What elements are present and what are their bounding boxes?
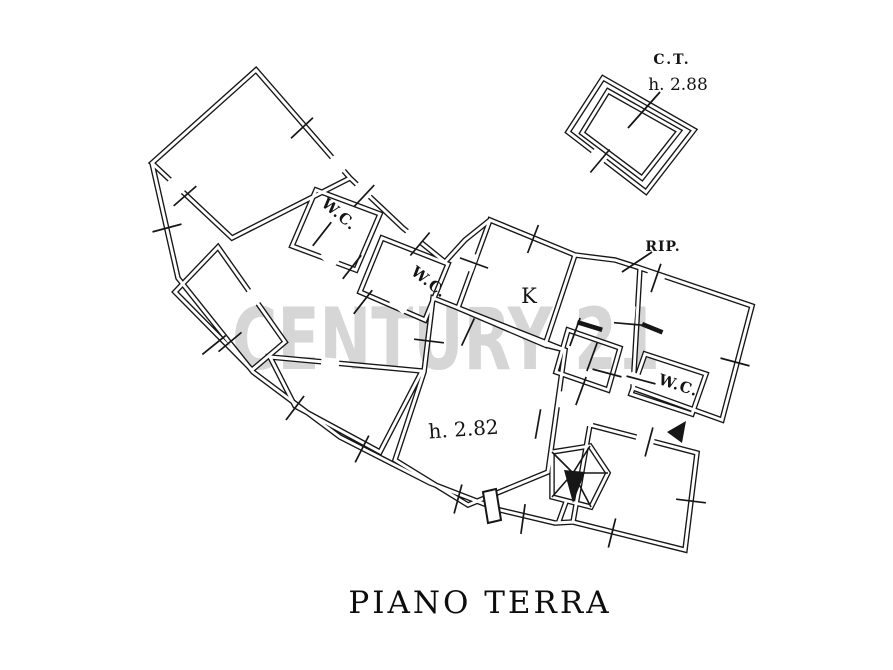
plan-title: PIANO TERRA [348, 585, 611, 621]
room-labels: C.T. h. 2.88 W.C. W.C. K RIP. W.C. h. 2.… [317, 52, 708, 443]
ct-leader-line [627, 91, 661, 129]
leader-lines [621, 91, 661, 273]
direction-arrow-icon [667, 421, 686, 443]
label-main-height: h. 2.82 [428, 415, 500, 444]
solid-wall-mark [641, 322, 664, 335]
tick-marks [152, 117, 750, 548]
label-kitchen: K [521, 284, 537, 308]
label-storage: RIP. [645, 239, 680, 255]
rip-leader-line [621, 251, 653, 273]
label-ct-height: h. 2.88 [648, 75, 708, 95]
solid-details [481, 320, 686, 525]
solid-wall-mark [576, 320, 603, 333]
wall-pillar-block [481, 487, 503, 525]
stair-direction-triangle [564, 470, 585, 503]
label-ct: C.T. [653, 52, 690, 68]
